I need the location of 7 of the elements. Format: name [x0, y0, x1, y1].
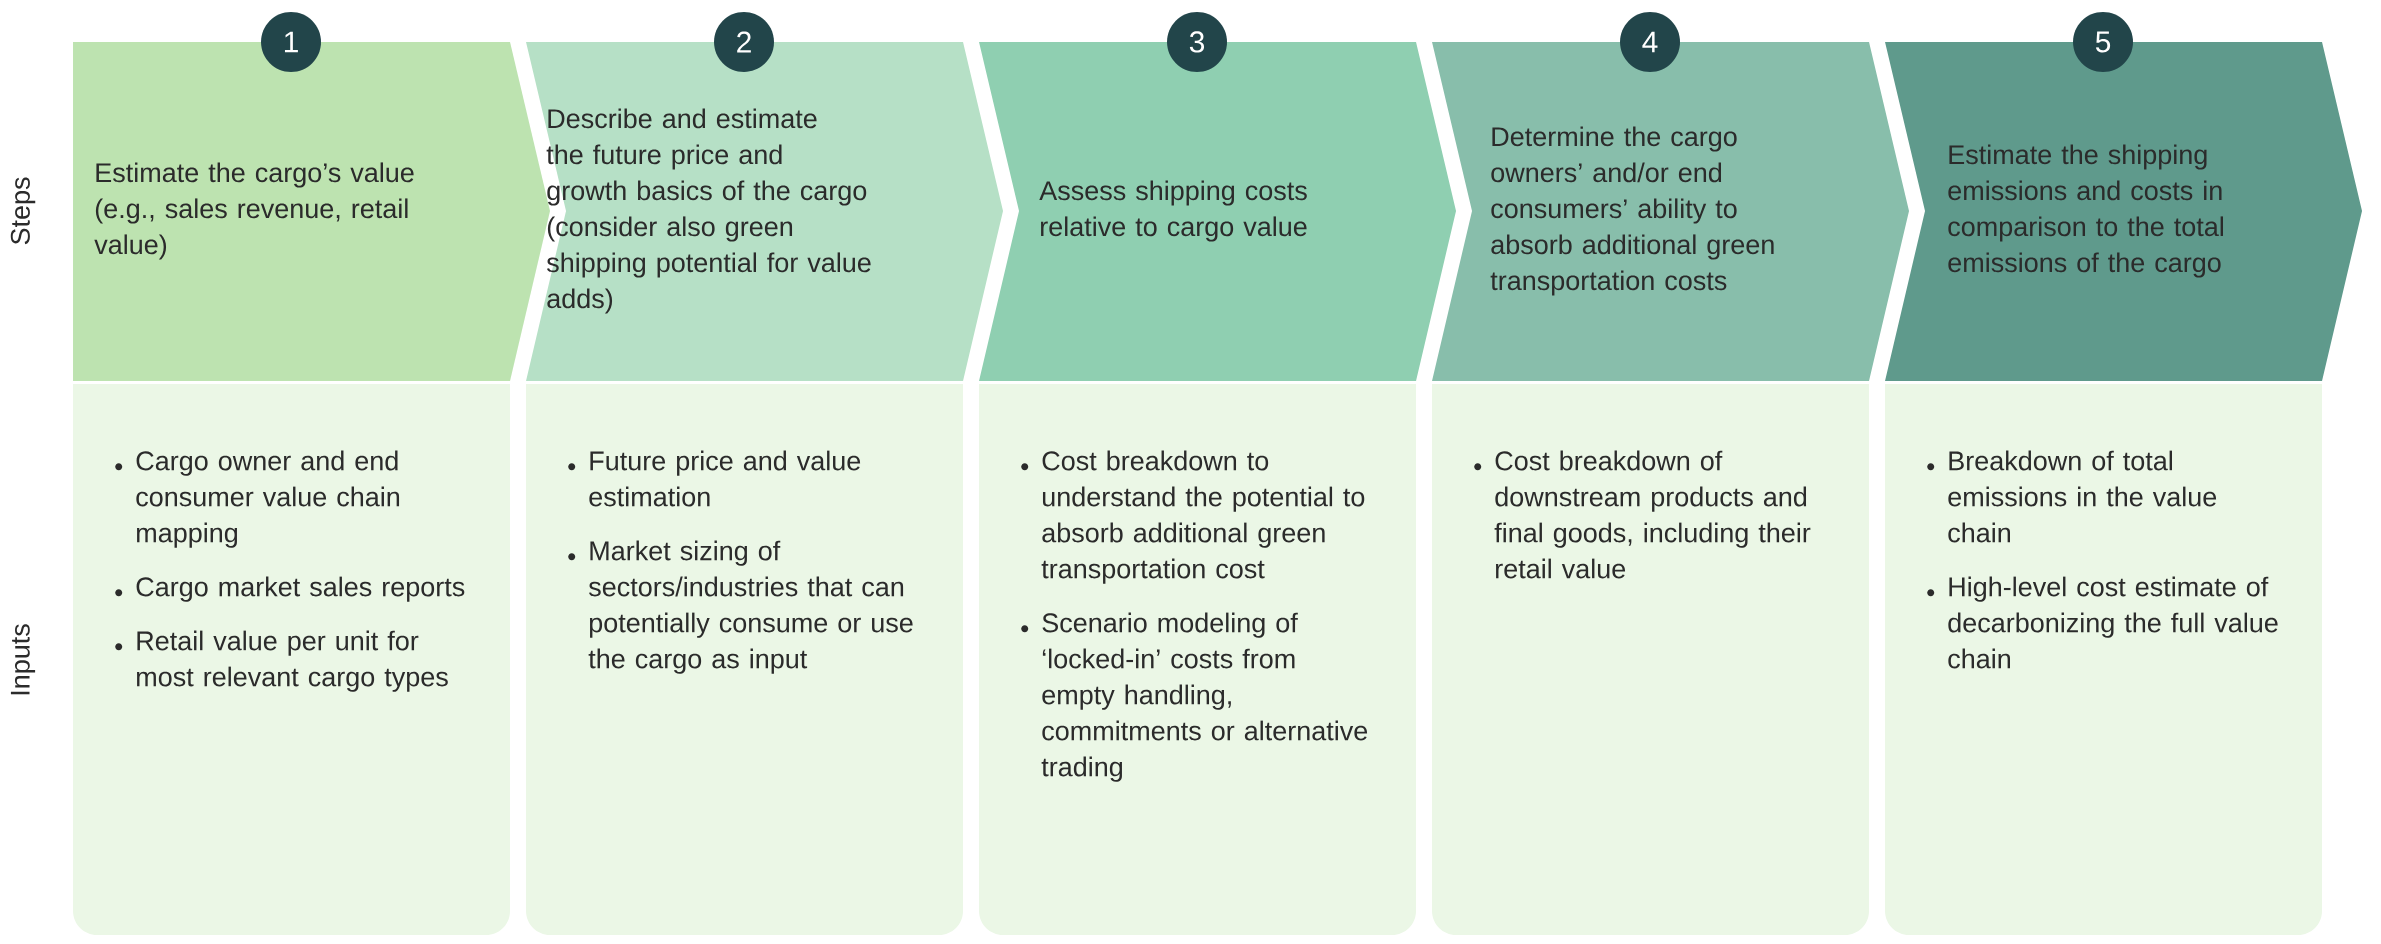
input-card: Breakdown of total emissions in the value chain High-level cost estimate of decarbonizing the full value chain: [1885, 384, 2322, 935]
input-card: Cost breakdown of downstream products and final goods, including their retail value: [1432, 384, 1869, 935]
input-card: Cost breakdown to understand the potential to absorb additional green transportation cost Scenario modeling of ‘locked-in’ costs from empty handling, commitments or alternative trading: [979, 384, 1416, 935]
row-label: Inputs: [10, 624, 36, 695]
row-label: Steps: [10, 177, 36, 245]
input-card: Future price and value estimation Market sizing of sectors/industries that can potentially consume or use the cargo as input: [526, 384, 963, 935]
input-card: Cargo owner and end consumer value chain mapping Cargo market sales reports Retail value per unit for most relevant cargo types: [73, 384, 510, 935]
